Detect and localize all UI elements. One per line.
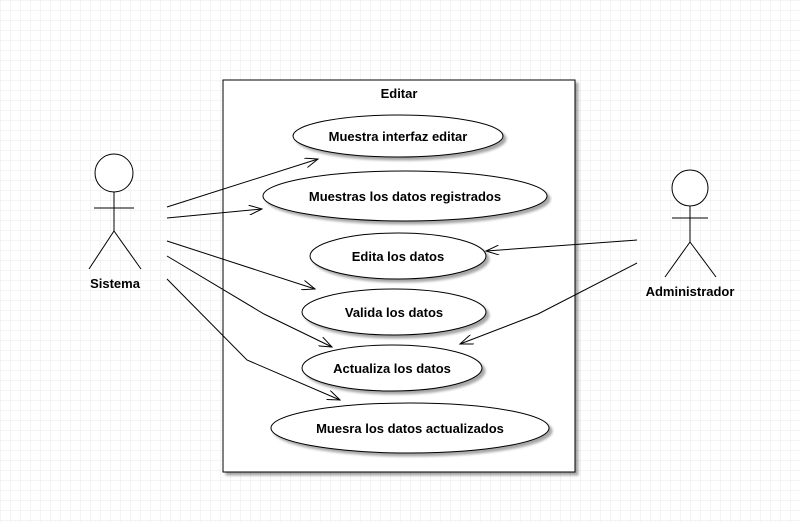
- use-case-actualiza-datos[interactable]: [301, 344, 483, 392]
- association-sistema-uc2[interactable]: [166, 209, 262, 219]
- actor-head-icon: [671, 169, 709, 207]
- use-case-label: Muestras los datos registrados: [309, 189, 501, 204]
- actor-right-leg: [113, 230, 142, 270]
- use-case-label: Actualiza los datos: [333, 361, 451, 376]
- association-admin-uc5[interactable]: [460, 262, 638, 344]
- system-title: Editar: [381, 86, 418, 101]
- association-sistema-uc6[interactable]: [166, 278, 340, 400]
- actor-right-leg: [689, 241, 717, 278]
- actor-left-leg: [88, 230, 115, 270]
- association-admin-uc3[interactable]: [486, 239, 638, 251]
- actor-head-icon: [94, 153, 134, 193]
- actor-sistema[interactable]: [88, 153, 142, 270]
- use-case-label: Muesra los datos actualizados: [316, 421, 504, 436]
- use-case-label: Valida los datos: [345, 305, 443, 320]
- association-sistema-uc1[interactable]: [166, 159, 318, 208]
- association-sistema-uc4[interactable]: [166, 240, 315, 289]
- use-case-muestra-interfaz[interactable]: [292, 114, 504, 158]
- actor-administrador[interactable]: [664, 169, 717, 278]
- actor-name: Administrador: [646, 284, 735, 299]
- use-case-label: Edita los datos: [352, 249, 444, 264]
- actor-left-leg: [664, 241, 691, 278]
- use-case-edita-datos[interactable]: [309, 232, 487, 280]
- use-case-muesra-datos-actualizados[interactable]: [270, 402, 550, 454]
- use-case-label: Muestra interfaz editar: [329, 129, 468, 144]
- use-case-valida-datos[interactable]: [301, 288, 487, 336]
- association-sistema-uc5[interactable]: [166, 255, 332, 347]
- actor-name: Sistema: [90, 276, 141, 291]
- use-case-muestras-datos-registrados[interactable]: [262, 170, 548, 222]
